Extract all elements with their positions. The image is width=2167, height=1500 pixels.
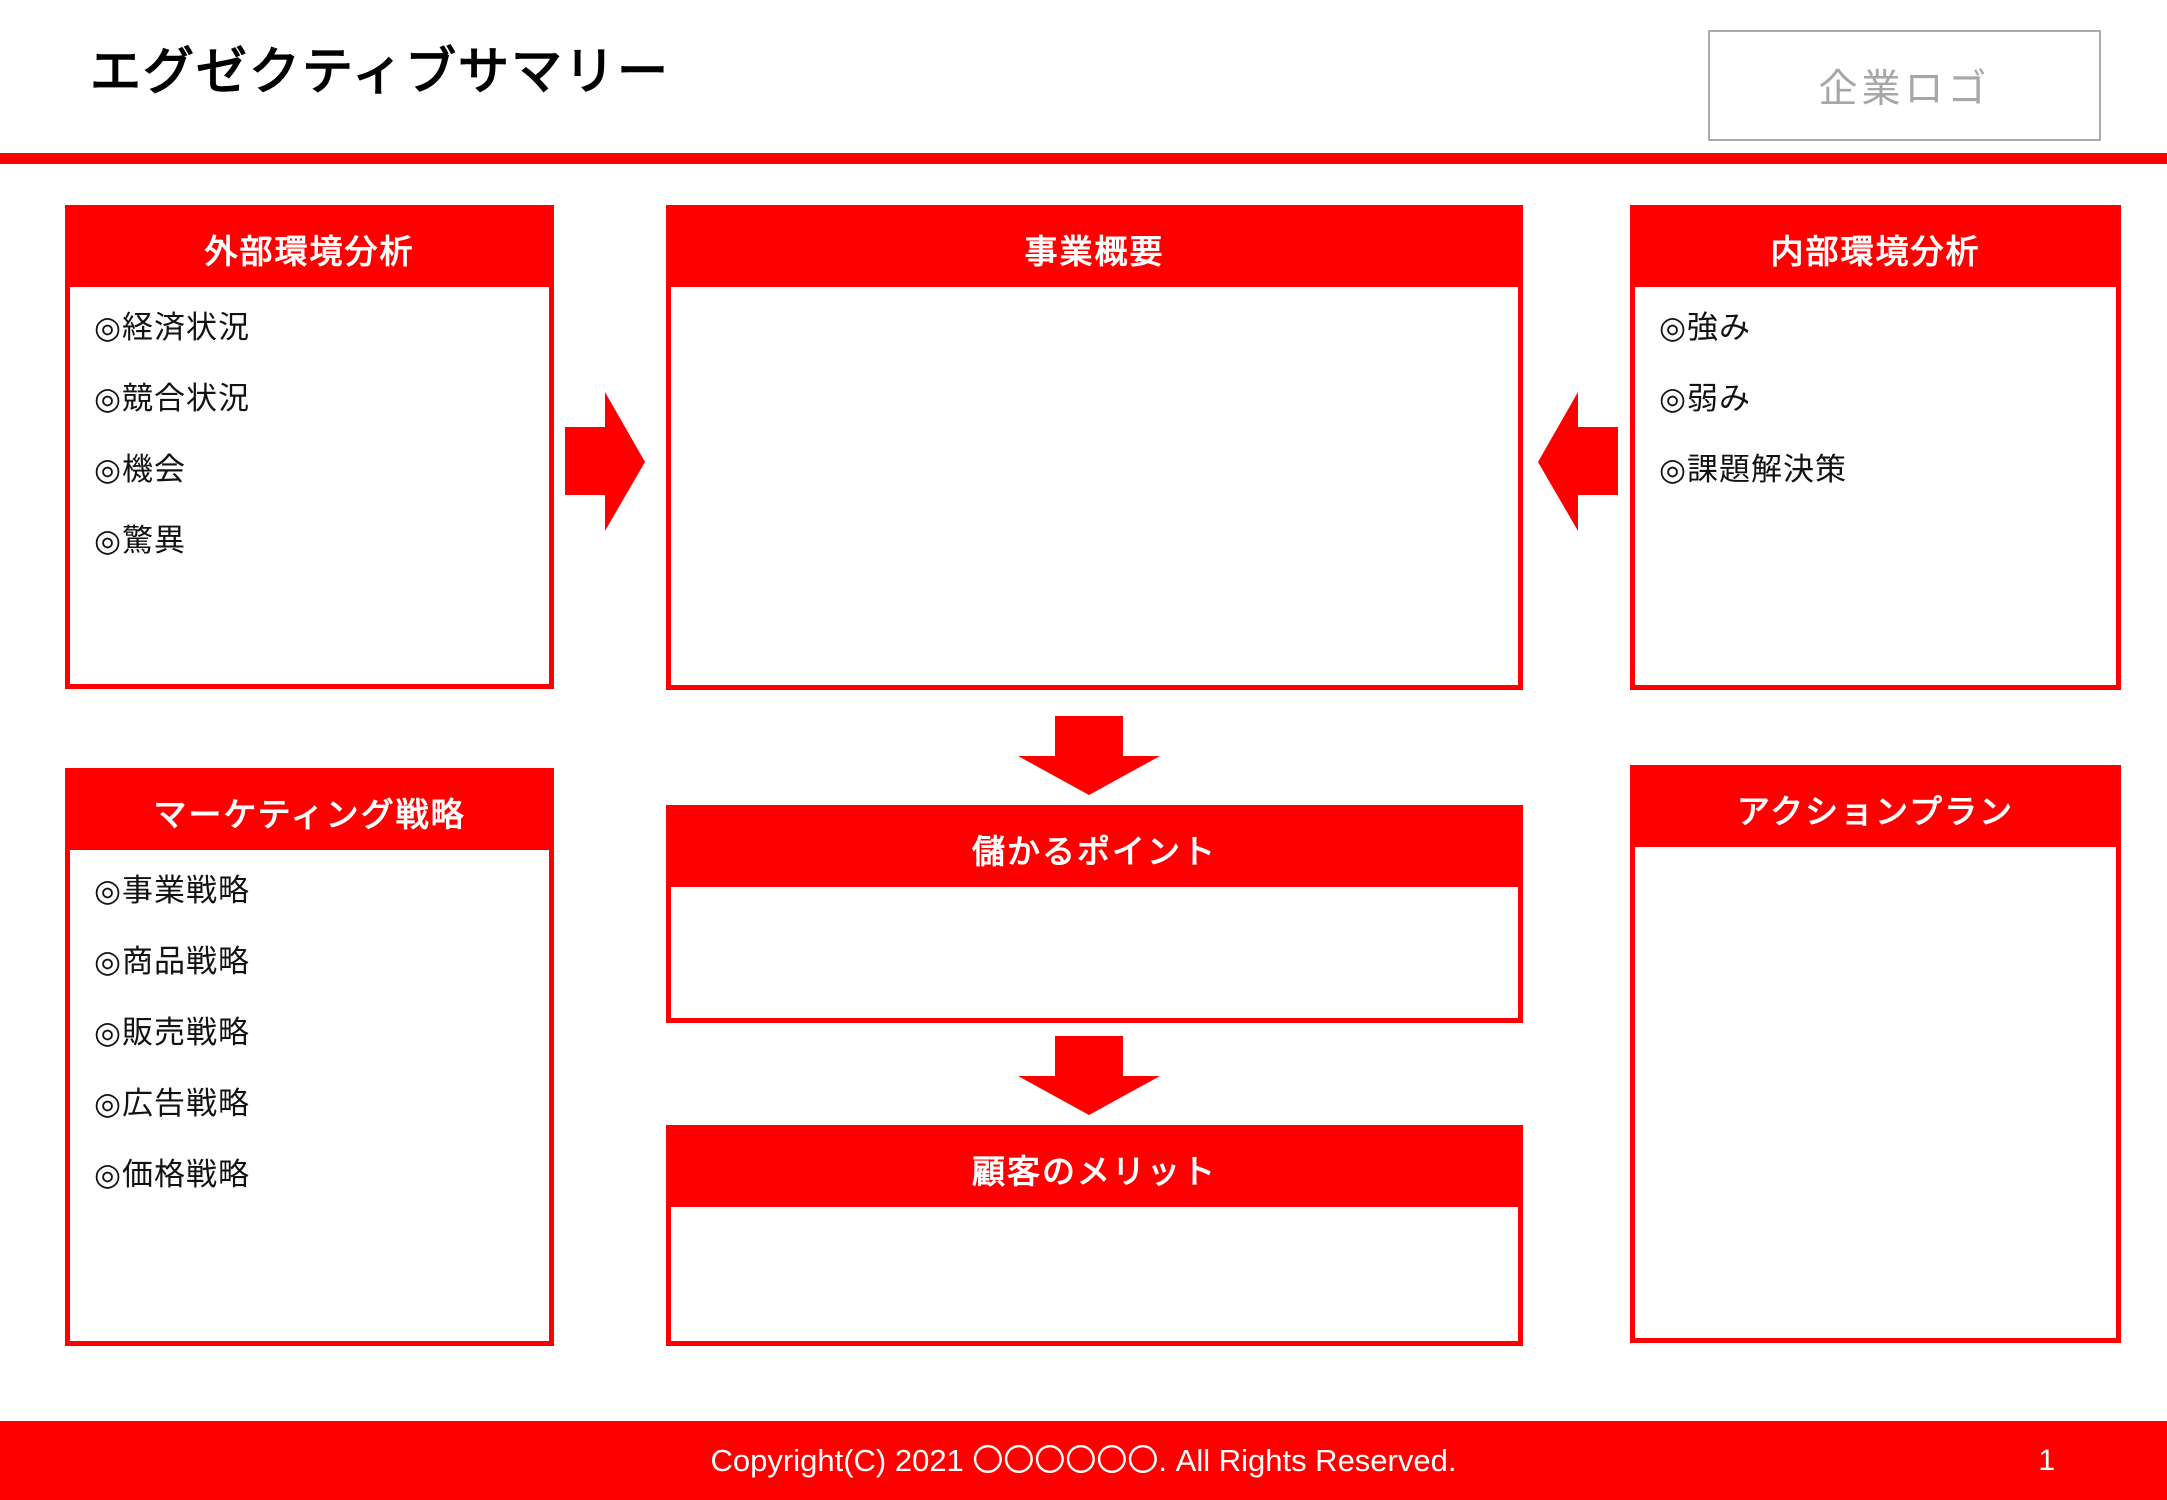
arrow-right-icon: [563, 390, 647, 533]
list-item: ◎驚異: [94, 523, 187, 558]
panel-customer-title: 顧客のメリット: [671, 1130, 1518, 1207]
panel-overview-body: [671, 287, 1518, 289]
company-logo-label: 企業ロゴ: [1818, 67, 1991, 111]
list-item: ◎広告戦略: [94, 1086, 251, 1121]
panel-action-title: アクションプラン: [1635, 770, 2116, 847]
list-item: ◎事業戦略: [94, 873, 251, 908]
panel-action-plan: アクションプラン: [1630, 765, 2121, 1343]
panel-business-overview: 事業概要: [666, 205, 1523, 690]
panel-internal-title: 内部環境分析: [1635, 210, 2116, 287]
list-item: ◎販売戦略: [94, 1015, 251, 1050]
company-logo-placeholder: 企業ロゴ: [1708, 30, 2101, 141]
list-item: ◎競合状況: [94, 381, 251, 416]
panel-overview-title: 事業概要: [671, 210, 1518, 287]
arrow-down-icon: [1018, 1036, 1160, 1116]
arrow-left-icon: [1536, 390, 1620, 533]
panel-customer-body: [671, 1207, 1518, 1209]
panel-profit-body: [671, 887, 1518, 889]
panel-external-title: 外部環境分析: [70, 210, 549, 287]
panel-external-body: ◎経済状況 ◎競合状況 ◎機会 ◎驚異: [70, 287, 549, 573]
page-title: エグゼクティブサマリー: [90, 43, 670, 100]
page-number: 1: [2038, 1444, 2055, 1477]
title-divider: [0, 153, 2167, 164]
footer-bar: Copyright(C) 2021 〇〇〇〇〇〇. All Rights Res…: [0, 1421, 2167, 1500]
panel-profit-title: 儲かるポイント: [671, 810, 1518, 887]
list-item: ◎経済状況: [94, 310, 251, 345]
copyright-text: Copyright(C) 2021 〇〇〇〇〇〇. All Rights Res…: [710, 1443, 1457, 1478]
arrow-down-icon: [1018, 716, 1160, 796]
panel-internal-body: ◎強み ◎弱み ◎課題解決策: [1635, 287, 2116, 502]
panel-internal-analysis: 内部環境分析 ◎強み ◎弱み ◎課題解決策: [1630, 205, 2121, 690]
panel-external-analysis: 外部環境分析 ◎経済状況 ◎競合状況 ◎機会 ◎驚異: [65, 205, 554, 689]
panel-customer-merit: 顧客のメリット: [666, 1125, 1523, 1346]
list-item: ◎弱み: [1659, 381, 1752, 416]
panel-marketing-body: ◎事業戦略 ◎商品戦略 ◎販売戦略 ◎広告戦略 ◎価格戦略: [70, 850, 549, 1207]
list-item: ◎商品戦略: [94, 944, 251, 979]
panel-marketing-title: マーケティング戦略: [70, 773, 549, 850]
list-item: ◎強み: [1659, 310, 1752, 345]
panel-marketing-strategy: マーケティング戦略 ◎事業戦略 ◎商品戦略 ◎販売戦略 ◎広告戦略 ◎価格戦略: [65, 768, 554, 1346]
panel-action-body: [1635, 847, 2116, 849]
list-item: ◎機会: [94, 452, 187, 487]
panel-profit-points: 儲かるポイント: [666, 805, 1523, 1023]
list-item: ◎価格戦略: [94, 1157, 251, 1192]
list-item: ◎課題解決策: [1659, 452, 1848, 487]
